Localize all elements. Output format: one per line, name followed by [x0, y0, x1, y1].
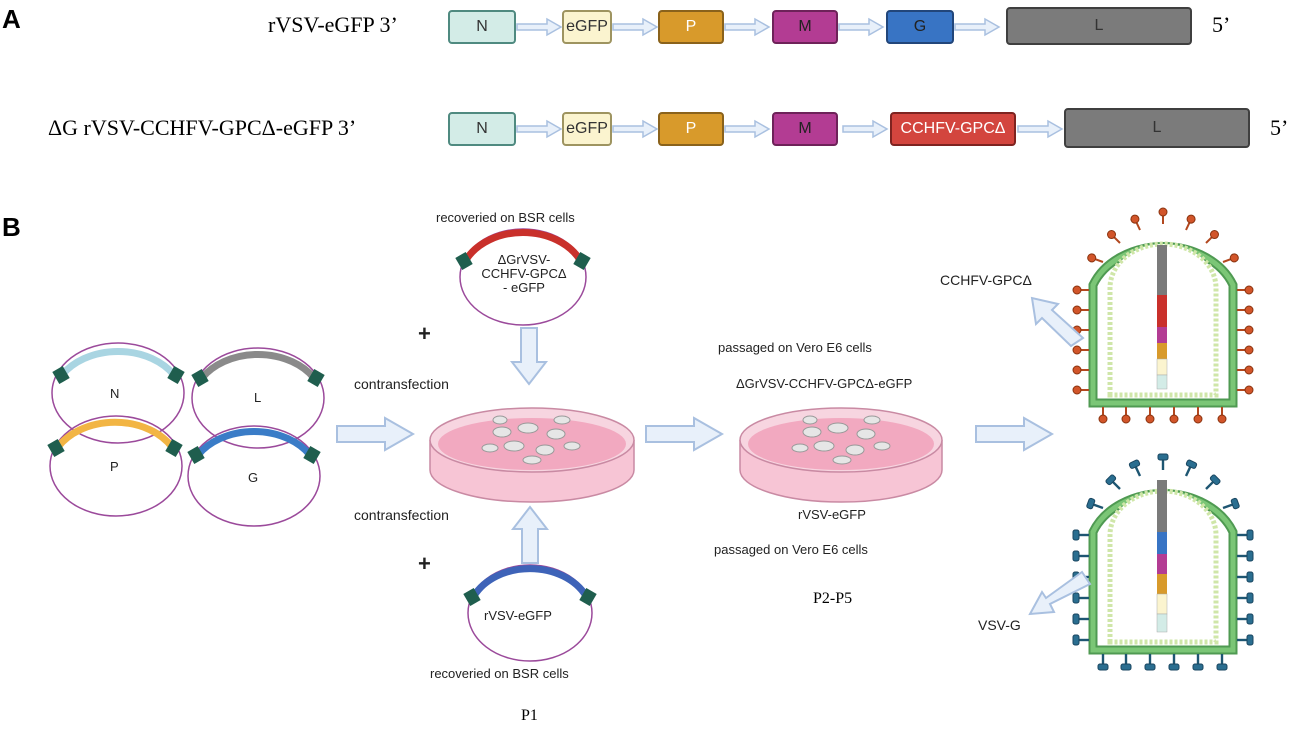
passaged-top-label: passaged on Vero E6 cells: [718, 340, 872, 355]
top-plasmid-label-line: CCHFV-GPCΔ: [481, 266, 567, 281]
gene-n-row1: N: [448, 10, 516, 44]
plasmid-n: [51, 342, 185, 444]
virion-cchfv-gpc: [1072, 207, 1254, 424]
plasmid-g-label: G: [248, 470, 259, 485]
top-plasmid-label: ΔGrVSV- CCHFV-GPCΔ - eGFP: [466, 253, 582, 295]
gene-label: L: [1094, 17, 1104, 34]
contransfection-bottom-label: contransfection: [354, 507, 449, 523]
gene-label: G: [913, 18, 927, 35]
arrow-to-vsvg-label: [1028, 570, 1092, 616]
gene-egfp-row2: eGFP: [562, 112, 612, 146]
gene-label: eGFP: [566, 120, 608, 137]
gene-l-row1: L: [1006, 7, 1192, 45]
row1-construct-name: rVSV-eGFP 3’: [268, 12, 398, 37]
plasmid-l: [191, 347, 325, 449]
contransfection-top-label: contransfection: [354, 376, 449, 392]
gene-label: N: [476, 18, 488, 35]
passaged-bottom-label: passaged on Vero E6 cells: [714, 542, 868, 557]
plasmid-dg-construct: [455, 228, 591, 326]
gene-label: M: [798, 120, 812, 137]
gene-label: L: [1152, 119, 1162, 136]
virion-vsv-g: [1071, 452, 1255, 672]
arrow-to-cchfv-label: [1030, 296, 1085, 348]
gene-label: N: [476, 120, 488, 137]
bottom-plasmid-label: rVSV-eGFP: [484, 608, 552, 623]
vsv-g-glycoprotein-label: VSV-G: [978, 617, 1021, 633]
arrow-top-plasmid-down: [511, 327, 547, 385]
top-plasmid-label-line: ΔGrVSV-: [497, 252, 551, 267]
plus-sign-top: +: [418, 321, 431, 346]
gene-p-row1: P: [658, 10, 724, 44]
arrow-dish-to-virions: [975, 417, 1053, 451]
dg-virus-name: ΔGrVSV-CCHFV-GPCΔ-eGFP: [736, 376, 913, 391]
gene-m-row2: M: [772, 112, 838, 146]
gene-cchfv-gpc-row2: CCHFV-GPCΔ: [890, 112, 1016, 146]
gene-l-row2: L: [1064, 108, 1250, 148]
arrow-dish-to-dish: [645, 417, 723, 451]
plus-sign-bottom: +: [418, 551, 431, 576]
gene-label: eGFP: [566, 18, 608, 35]
plasmid-p: [47, 415, 183, 517]
bottom-recovered-caption: recoveried on BSR cells: [430, 666, 569, 681]
arrow-plasmids-to-dish: [336, 417, 414, 451]
plasmid-n-label: N: [110, 386, 120, 401]
gene-label: P: [685, 18, 697, 35]
gene-egfp-row1: eGFP: [562, 10, 612, 44]
plasmid-rvsv-egfp: [463, 564, 597, 662]
p2-p5-label: P2-P5: [813, 590, 853, 607]
rvsv-virus-name: rVSV-eGFP: [798, 507, 866, 522]
plasmid-l-label: L: [254, 390, 262, 405]
plasmid-g: [187, 425, 321, 527]
p1-label: P1: [521, 707, 538, 724]
arrow-bottom-plasmid-up: [512, 506, 548, 564]
petri-dish-p2-p5: [739, 407, 943, 503]
gene-p-row2: P: [658, 112, 724, 146]
gene-label: P: [685, 120, 697, 137]
gene-g-row1: G: [886, 10, 954, 44]
row2-construct-name: ΔG rVSV-CCHFV-GPCΔ-eGFP 3’: [48, 115, 357, 140]
top-recovered-caption: recoveried on BSR cells: [436, 210, 575, 225]
gene-m-row1: M: [772, 10, 838, 44]
row2-5prime-label: 5’: [1270, 115, 1289, 140]
gene-label: CCHFV-GPCΔ: [900, 120, 1006, 137]
petri-dish-p1: [429, 407, 635, 503]
panel-b-letter: B: [2, 212, 21, 242]
gene-label: M: [798, 18, 812, 35]
plasmid-p-label: P: [110, 459, 119, 474]
cchfv-gpc-glycoprotein-label: CCHFV-GPCΔ: [940, 272, 1032, 288]
row1-5prime-label: 5’: [1212, 12, 1231, 37]
panel-a-letter: A: [2, 4, 21, 34]
top-plasmid-label-line: - eGFP: [503, 280, 545, 295]
gene-n-row2: N: [448, 112, 516, 146]
